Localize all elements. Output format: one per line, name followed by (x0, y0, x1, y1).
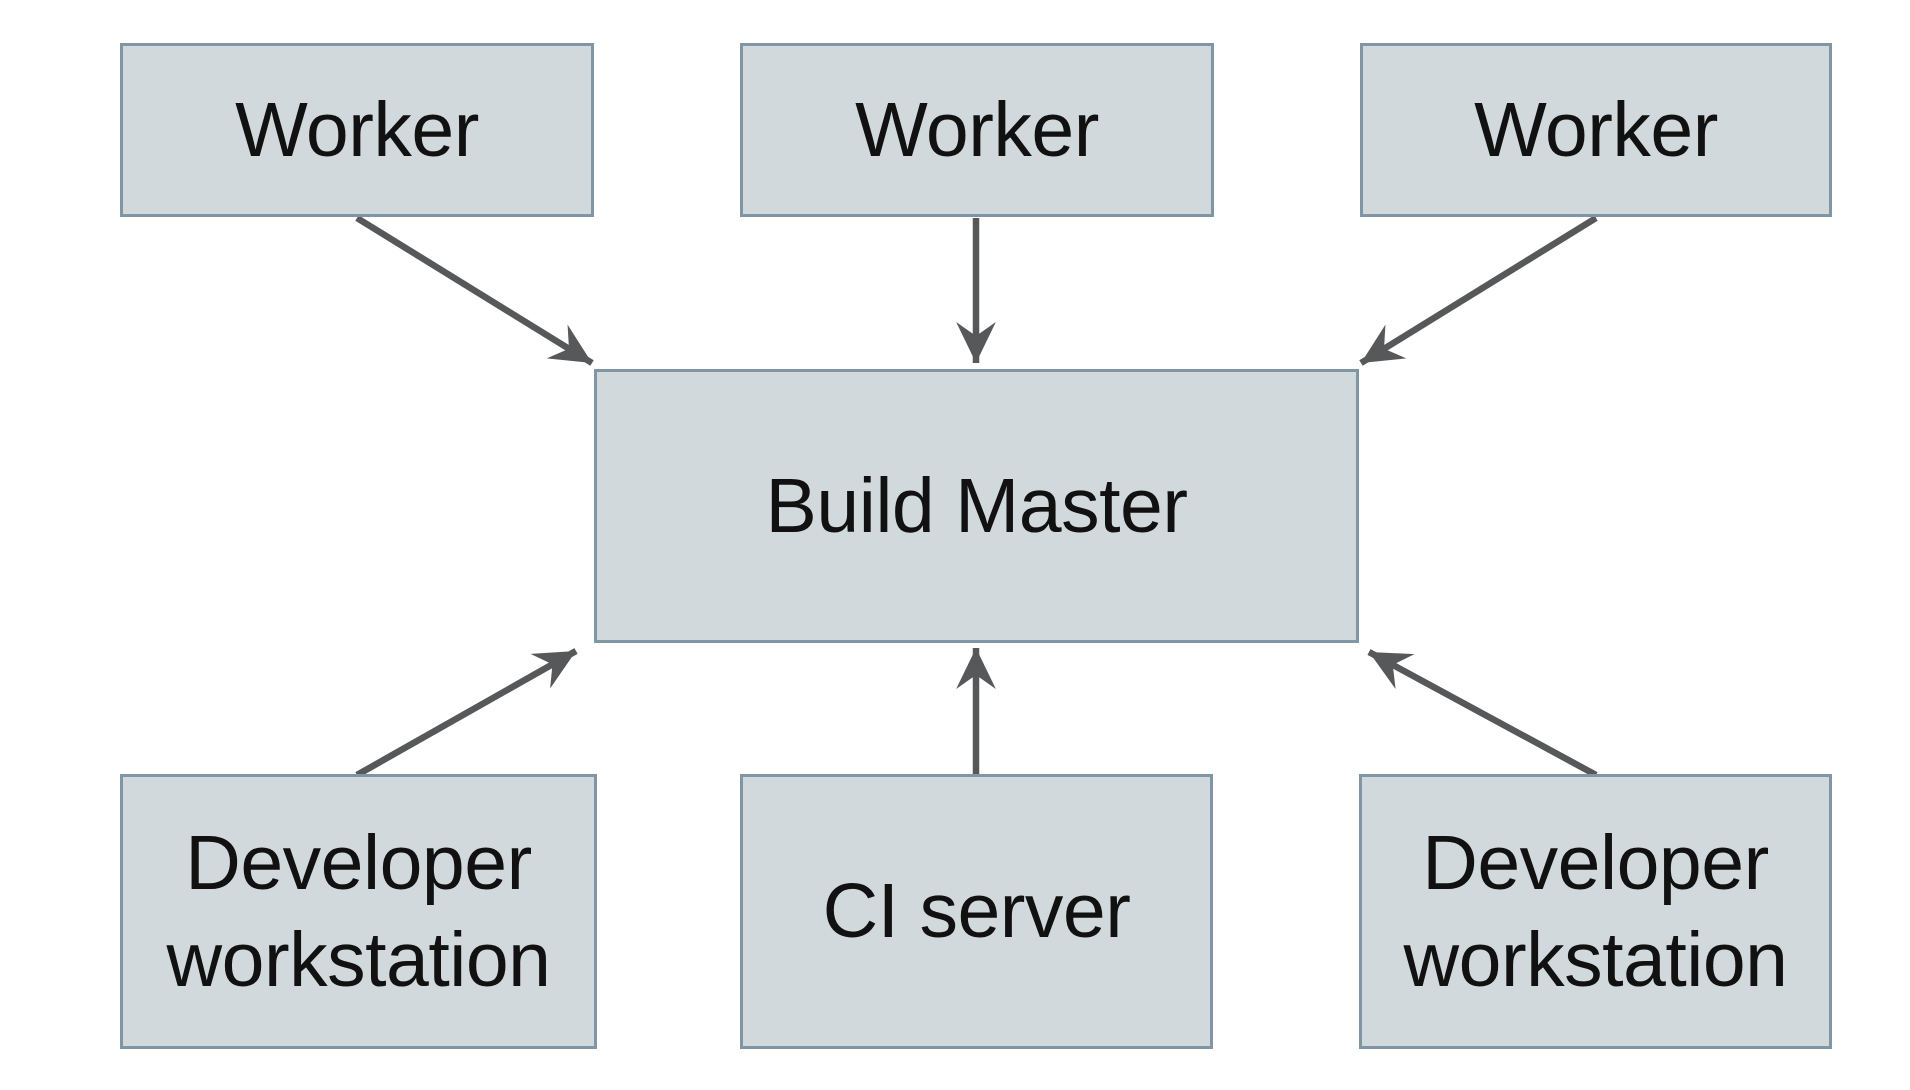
node-worker-1-label: Worker (235, 86, 479, 173)
node-ci-server-label: CI server (822, 868, 1131, 955)
node-worker-2-label: Worker (855, 86, 1099, 173)
node-worker-1: Worker (120, 43, 594, 217)
arrow-worker-1-to-build-master (355, 215, 594, 366)
arrow-worker-3-to-build-master (1359, 215, 1598, 366)
node-build-master: Build Master (594, 369, 1359, 643)
arrow-developer-workstation-right-to-build-master (1367, 649, 1598, 778)
node-worker-3: Worker (1360, 43, 1832, 217)
node-ci-server: CI server (740, 774, 1213, 1049)
node-developer-workstation-right-label: Developer workstation (1403, 820, 1788, 1003)
node-developer-workstation-right: Developer workstation (1359, 774, 1832, 1049)
node-developer-workstation-left: Developer workstation (120, 774, 597, 1049)
node-worker-2: Worker (740, 43, 1214, 217)
node-developer-workstation-left-label: Developer workstation (166, 820, 551, 1003)
arrow-developer-workstation-left-to-build-master (355, 648, 578, 778)
node-build-master-label: Build Master (765, 462, 1188, 549)
node-worker-3-label: Worker (1474, 86, 1718, 173)
